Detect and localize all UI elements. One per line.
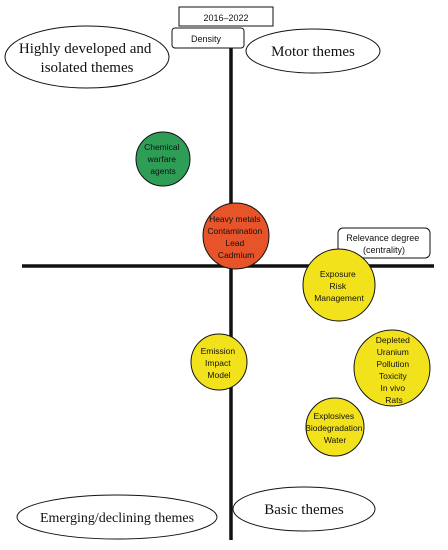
cluster-bubble xyxy=(353,329,431,407)
cluster-bubble xyxy=(190,333,248,391)
density-box xyxy=(171,27,245,49)
x-axis-label-line-1: Relevance degree xyxy=(346,233,419,243)
cluster-terms: Exposure Risk Management xyxy=(314,269,364,303)
quadrant-bottom-right-label: Basic themes xyxy=(264,502,344,518)
cluster-term: Chemical xyxy=(144,142,180,152)
cluster-exposure: Exposure Risk Management xyxy=(302,248,376,322)
cluster-heavy-metals: Heavy metals Contamination Lead Cadmium xyxy=(202,202,270,270)
cluster-term: Explosives xyxy=(313,411,354,421)
quadrant-top-left-line-1: Highly developed and xyxy=(19,41,152,57)
cluster-bubble xyxy=(135,131,191,187)
cluster-term: Model xyxy=(207,370,230,380)
cluster-term: Depleted xyxy=(376,335,410,345)
cluster-term: In vivo xyxy=(381,383,406,393)
quadrant-top-left-label: Highly developed and isolated themes xyxy=(19,41,155,76)
quadrant-top-left-ellipse xyxy=(4,25,170,89)
quadrant-top-left-line-2: isolated themes xyxy=(41,60,134,76)
period-box xyxy=(178,6,274,27)
cluster-term: Impact xyxy=(205,358,231,368)
y-axis-label: Density xyxy=(191,34,222,44)
cluster-term: Uranium xyxy=(377,347,409,357)
cluster-terms: Depleted Uranium Pollution Toxicity In v… xyxy=(376,335,412,405)
cluster-bubble xyxy=(305,397,365,457)
cluster-terms: Explosives Biodegradation Water xyxy=(305,411,365,445)
cluster-term: Risk xyxy=(330,281,347,291)
cluster-term: Heavy metals xyxy=(209,214,261,224)
cluster-emission: Emission Impact Model xyxy=(190,333,248,391)
cluster-term: Exposure xyxy=(320,269,356,279)
cluster-term: agents xyxy=(150,166,176,176)
cluster-bubble xyxy=(202,202,270,270)
relevance-box xyxy=(337,227,431,259)
cluster-term: Rats xyxy=(385,395,402,405)
x-axis-label-line-2: (centrality) xyxy=(363,245,405,255)
quadrant-bottom-left-ellipse xyxy=(16,494,218,540)
cluster-term: Cadmium xyxy=(218,250,254,260)
cluster-term: Lead xyxy=(225,238,244,248)
period-label: 2016–2022 xyxy=(203,13,248,23)
cluster-term: Management xyxy=(314,293,364,303)
quadrant-bottom-left-label: Emerging/declining themes xyxy=(40,511,194,526)
cluster-chemical-warfare: Chemical warfare agents xyxy=(135,131,191,187)
cluster-bubble xyxy=(302,248,376,322)
cluster-term: Biodegradation xyxy=(305,423,362,433)
quadrant-top-right-label: Motor themes xyxy=(271,44,355,60)
cluster-depleted-uranium: Depleted Uranium Pollution Toxicity In v… xyxy=(353,329,431,407)
cluster-term: Toxicity xyxy=(379,371,408,381)
cluster-explosives: Explosives Biodegradation Water xyxy=(305,397,365,457)
x-axis-label: Relevance degree (centrality) xyxy=(346,233,422,255)
cluster-term: Emission xyxy=(201,346,236,356)
quadrant-top-right-ellipse xyxy=(245,28,381,74)
cluster-term: warfare xyxy=(147,154,177,164)
cluster-terms: Emission Impact Model xyxy=(201,346,238,380)
cluster-terms: Chemical warfare agents xyxy=(144,142,182,176)
cluster-term: Contamination xyxy=(207,226,262,236)
quadrant-bottom-right-ellipse xyxy=(232,486,376,532)
cluster-term: Pollution xyxy=(377,359,410,369)
cluster-terms: Heavy metals Contamination Lead Cadmium xyxy=(207,214,264,260)
cluster-term: Water xyxy=(324,435,347,445)
